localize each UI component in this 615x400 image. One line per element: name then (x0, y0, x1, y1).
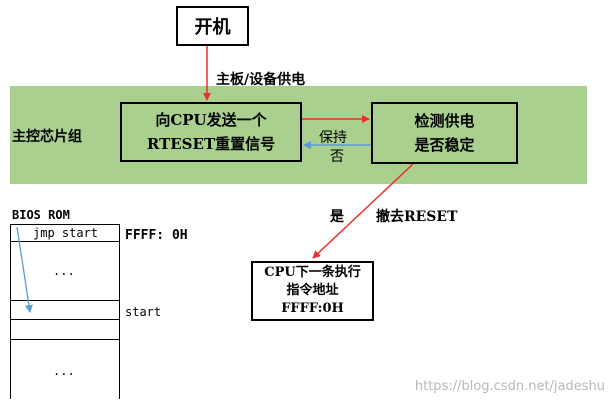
chipset-label: 主控芯片组 (12, 129, 82, 145)
remove-reset-label: 撤去RESET (376, 209, 458, 225)
rom-cell-ellipsis-2-text: ... (53, 364, 75, 378)
arrow-check-to-cpu (312, 163, 414, 259)
rom-cell-empty (11, 320, 119, 340)
no-label: 否 (330, 149, 344, 165)
bios-addr-start: start (125, 305, 162, 319)
boot-label: 开机 (194, 17, 231, 38)
send-reset-line1: 向CPU发送一个 (155, 111, 267, 129)
rom-cell-jmp-text: jmp start (33, 226, 99, 240)
power-supply-label: 主板/设备供电 (216, 72, 306, 88)
rom-cell-start (11, 301, 119, 320)
check-power-box: 检测供电 是否稳定 (371, 102, 518, 164)
cpu-next-line3: FFFF:0H (281, 301, 344, 316)
cpu-next-box: CPU下一条执行 指令地址 FFFF:0H (251, 261, 374, 321)
yes-label: 是 (330, 209, 344, 225)
cpu-next-line2: 指令地址 (286, 283, 339, 298)
keep-label: 保持 (319, 130, 347, 146)
rom-cell-ellipsis-1-text: ... (53, 264, 75, 278)
arrow-jmp-to-start (16, 226, 33, 313)
send-reset-box: 向CPU发送一个 RTESET重置信号 (120, 102, 302, 162)
check-power-line2: 是否稳定 (414, 136, 475, 154)
rom-cell-ellipsis-2: ... (11, 340, 119, 400)
rom-cell-jmp: jmp start (11, 225, 119, 242)
check-power-line1: 检测供电 (414, 112, 475, 130)
bios-addr-top: FFFF: 0H (125, 228, 188, 243)
bios-rom-table: jmp start ... ... (10, 224, 120, 399)
watermark: https://blog.csdn.net/jadeshu (414, 379, 605, 394)
cpu-next-line1: CPU下一条执行 (264, 265, 361, 280)
rom-cell-ellipsis-1: ... (11, 242, 119, 301)
boot-box: 开机 (176, 6, 249, 46)
send-reset-line2: RTESET重置信号 (146, 135, 276, 153)
bios-rom-title: BIOS ROM (12, 208, 70, 222)
